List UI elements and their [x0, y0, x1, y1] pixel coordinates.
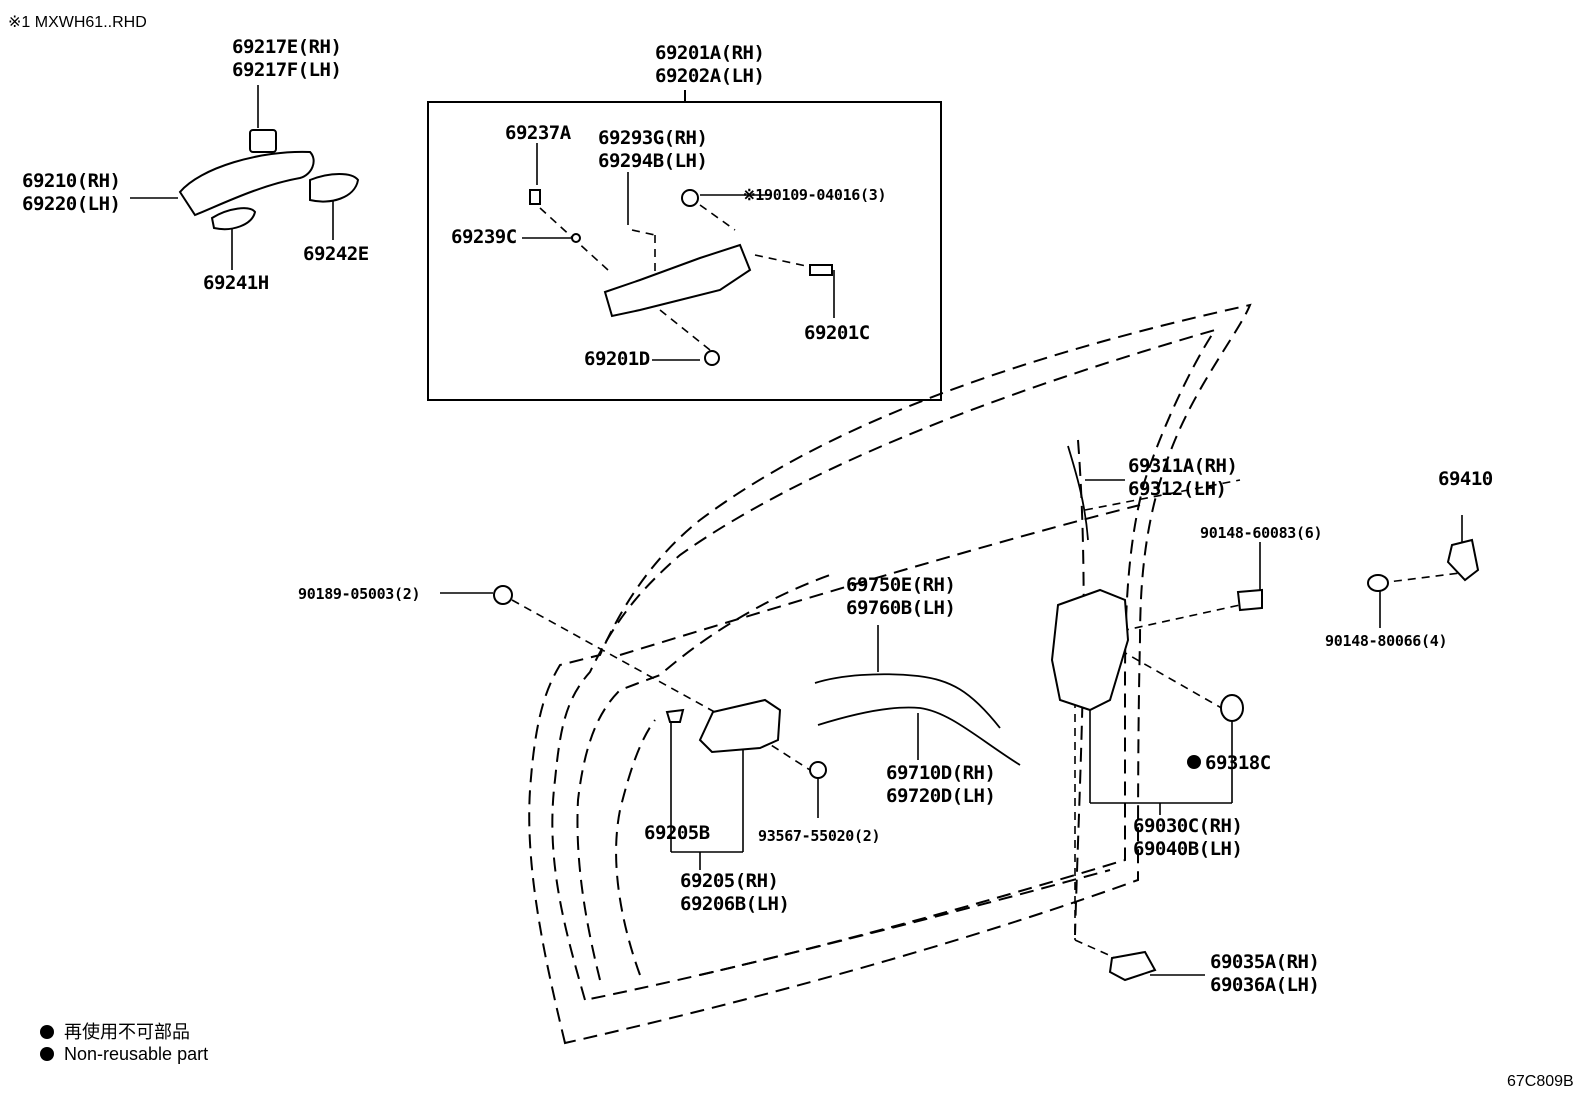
label-69205B: 69205B: [644, 822, 710, 844]
inside-handle: [698, 698, 782, 754]
label-69410: 69410: [1438, 468, 1493, 490]
door-outline: [528, 303, 1252, 1045]
label-69720-lh: 69720D(LH): [886, 785, 996, 807]
label-69312-lh: 69312(LH): [1128, 478, 1227, 500]
handle-cover: [1108, 950, 1157, 982]
label-69311-rh: 69311A(RH): [1128, 455, 1238, 477]
legend-jp: 再使用不可部品: [40, 1018, 190, 1044]
label-69035-rh: 69035A(RH): [1210, 951, 1320, 973]
handle-frame: [603, 243, 752, 318]
label-69750: 69750E(RH) 69760B(LH): [846, 574, 956, 620]
label-69293: 69293G(RH) 69294B(LH): [598, 127, 708, 173]
label-69241: 69241H: [203, 272, 269, 294]
label-69030: 69030C(RH) 69040B(LH): [1133, 815, 1243, 861]
label-69220-lh: 69220(LH): [22, 193, 121, 215]
label-69201C: 69201C: [804, 322, 870, 344]
label-69217: 69217E(RH) 69217F(LH): [232, 36, 342, 82]
label-69760-lh: 69760B(LH): [846, 597, 956, 619]
label-69318-text: 69318C: [1205, 752, 1271, 774]
label-69205-rh: 69205(RH): [680, 870, 779, 892]
label-69294-lh: 69294B(LH): [598, 150, 708, 172]
label-69710: 69710D(RH) 69720D(LH): [886, 762, 996, 808]
label-90148-60083: 90148-60083(6): [1200, 524, 1323, 542]
label-69237: 69237A: [505, 122, 571, 144]
striker: [1446, 538, 1480, 582]
label-69242: 69242E: [303, 243, 369, 265]
label-69239: 69239C: [451, 226, 517, 248]
label-69217-rh: 69217E(RH): [232, 36, 342, 58]
legend-en-text: Non-reusable part: [64, 1044, 209, 1064]
door-lock-assembly: [1050, 588, 1130, 712]
bullet-icon: [40, 1025, 54, 1039]
label-69036-lh: 69036A(LH): [1210, 974, 1320, 996]
outside-handle: [178, 150, 315, 217]
label-69210-rh: 69210(RH): [22, 170, 121, 192]
label-69030-rh: 69030C(RH): [1133, 815, 1243, 837]
figure-code: 67C809B: [1507, 1073, 1574, 1090]
label-69318: 69318C: [1187, 752, 1271, 775]
label-69040-lh: 69040B(LH): [1133, 838, 1243, 860]
label-69201D: 69201D: [584, 348, 650, 370]
label-69311: 69311A(RH) 69312(LH): [1128, 455, 1238, 501]
label-69035: 69035A(RH) 69036A(LH): [1210, 951, 1320, 997]
label-69205: 69205(RH) 69206B(LH): [680, 870, 790, 916]
label-69206-lh: 69206B(LH): [680, 893, 790, 915]
label-90189: 90189-05003(2): [298, 585, 421, 603]
label-90148-80066: 90148-80066(4): [1325, 632, 1448, 650]
legend-en: Non-reusable part: [40, 1044, 208, 1065]
label-69210: 69210(RH) 69220(LH): [22, 170, 121, 216]
label-93567: 93567-55020(2): [758, 827, 881, 845]
header-note: ※1 MXWH61..RHD: [8, 14, 147, 31]
non-reusable-marker-icon: [1187, 755, 1201, 769]
label-90109: ※190109-04016(3): [743, 186, 887, 204]
legend-jp-text: 再使用不可部品: [64, 1022, 190, 1042]
label-69201A: 69201A(RH) 69202A(LH): [655, 42, 765, 88]
cover: [1220, 694, 1244, 722]
label-69710-rh: 69710D(RH): [886, 762, 996, 784]
label-69201A-rh: 69201A(RH): [655, 42, 765, 64]
label-69293-rh: 69293G(RH): [598, 127, 708, 149]
bullet-icon: [40, 1047, 54, 1061]
label-69217-lh: 69217F(LH): [232, 59, 342, 81]
label-69202A-lh: 69202A(LH): [655, 65, 765, 87]
label-69750-rh: 69750E(RH): [846, 574, 956, 596]
